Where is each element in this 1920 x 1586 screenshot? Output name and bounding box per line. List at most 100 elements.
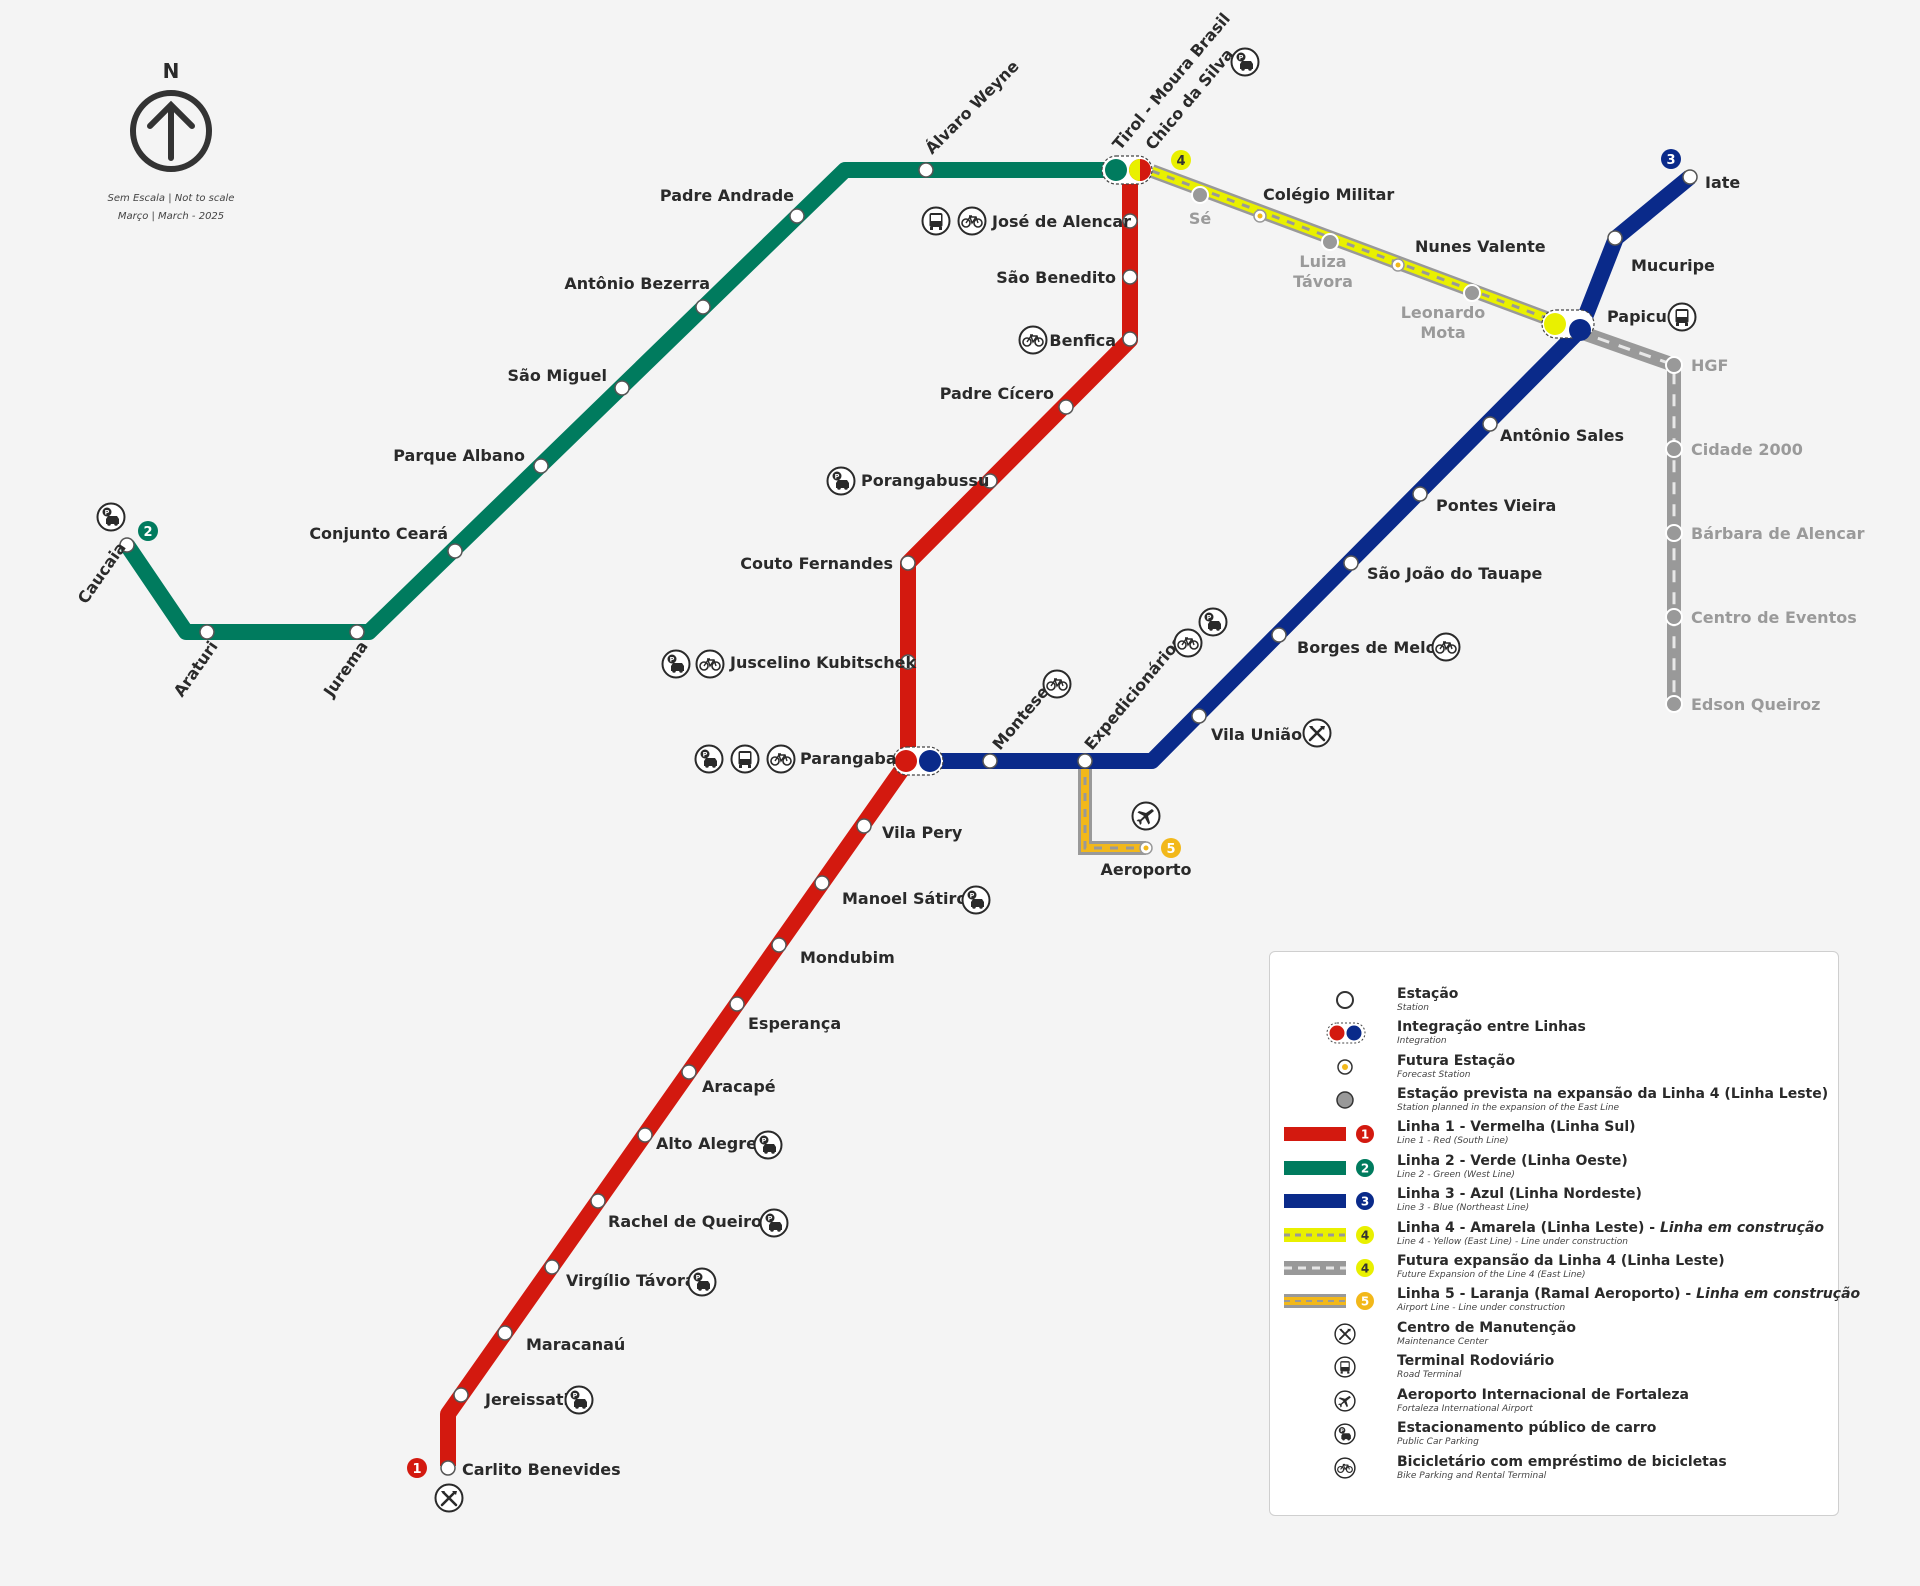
station-dot-sao-joao <box>1343 555 1359 571</box>
legend-title: Linha 5 - Laranja (Ramal Aeroporto) - <box>1397 1286 1697 1302</box>
airport-icon <box>1131 801 1161 831</box>
label-hgf: HGF <box>1691 356 1728 375</box>
car-parking-icon <box>753 1130 783 1160</box>
label-parangaba: Parangaba <box>800 749 897 768</box>
label-aracape: Aracapé <box>702 1077 776 1096</box>
station-dot-expedicionarios <box>1077 753 1093 769</box>
label-aeroporto: Aeroporto <box>1100 860 1191 879</box>
bus-terminal-icon <box>730 744 760 774</box>
legend-title: Terminal Rodoviário <box>1397 1353 1555 1369</box>
line-5-swatch-icon: 5 <box>1284 1292 1374 1310</box>
bike-rental-icon <box>695 649 725 679</box>
legend-title: Aeroporto Internacional de Fortaleza <box>1397 1387 1690 1403</box>
label-conjunto-ceara: Conjunto Ceará <box>309 524 448 543</box>
legend-sub: Airport Line - Line under construction <box>1397 1303 1566 1313</box>
scale-note: Sem Escala | Not to scale <box>108 193 235 204</box>
bike-rental-icon <box>1173 628 1203 658</box>
legend-sub: Forecast Station <box>1397 1070 1471 1080</box>
station-dot-jereissati <box>453 1387 469 1403</box>
planned-station-se <box>1191 186 1209 204</box>
station-dot-maracanau <box>497 1325 513 1341</box>
car-parking-icon <box>961 885 991 915</box>
legend-title: Integração entre Linhas <box>1397 1019 1586 1035</box>
integration-papicu-yellow <box>1544 313 1566 335</box>
label-vila-uniao: Vila União <box>1211 725 1302 744</box>
legend-sub: Fortaleza International Airport <box>1397 1404 1533 1414</box>
legend-title: Linha 2 - Verde (Linha Oeste) <box>1397 1153 1628 1169</box>
future-station-symbol-icon <box>1337 1059 1353 1075</box>
label-nunes-valente: Nunes Valente <box>1415 237 1546 256</box>
station-dot-sao-miguel <box>614 380 630 396</box>
badge-line-2: 2 <box>143 525 152 540</box>
station-dot-vila-uniao <box>1191 708 1207 724</box>
label-montese: Montese <box>989 682 1053 753</box>
station-dot-rachel <box>590 1193 606 1209</box>
legend-line-3: 3 Linha 3 - Azul (Linha Nordeste)Line 3 … <box>1270 1186 1840 1219</box>
label-jose-de-alencar: José de Alencar <box>991 212 1131 231</box>
line-4-yellow <box>1150 166 1559 327</box>
label-colegio-militar: Colégio Militar <box>1263 185 1394 204</box>
maintenance-center-icon <box>1334 1323 1356 1345</box>
station-dot-parque-albano <box>533 458 549 474</box>
legend-line-1: 1 Linha 1 - Vermelha (Linha Sul)Line 1 -… <box>1270 1119 1840 1152</box>
legend-title: Estação <box>1397 986 1459 1002</box>
car-parking-icon <box>96 502 126 532</box>
label-pontes-vieira: Pontes Vieira <box>1436 496 1556 515</box>
car-parking-icon <box>826 466 856 496</box>
label-sao-miguel: São Miguel <box>508 366 607 385</box>
planned-stations <box>1191 186 1683 713</box>
legend-line-2: 2 Linha 2 - Verde (Linha Oeste)Line 2 - … <box>1270 1153 1840 1186</box>
label-juscelino: Juscelino Kubitschek <box>729 653 916 672</box>
label-sao-benedito: São Benedito <box>996 268 1116 287</box>
legend-line-5: 5 Linha 5 - Laranja (Ramal Aeroporto) - … <box>1270 1286 1860 1319</box>
label-araturi: Araturi <box>170 637 222 700</box>
line-2-green <box>120 162 1117 640</box>
station-dot-antonio-sales <box>1482 416 1498 432</box>
compass-circle <box>130 90 212 172</box>
label-papicu: Papicu <box>1607 307 1667 326</box>
label-mondubim: Mondubim <box>800 948 895 967</box>
station-dot-conjunto-ceara <box>447 543 463 559</box>
legend-title-italic: Linha em construção <box>1659 1220 1825 1236</box>
station-dot-iate <box>1682 169 1698 185</box>
bike-rental-icon <box>1334 1457 1356 1479</box>
label-alvaro-weyne: Álvaro Weyne <box>921 57 1022 158</box>
station-dot-aracape <box>681 1064 697 1080</box>
legend-title: Centro de Manutenção <box>1397 1320 1577 1336</box>
svg-text:5: 5 <box>1361 1295 1369 1309</box>
svg-text:1: 1 <box>1361 1128 1369 1142</box>
station-dot-benfica <box>1122 331 1138 347</box>
integration-stations <box>892 155 1595 776</box>
label-alto-alegre: Alto Alegre <box>656 1134 757 1153</box>
integration-tirol-green <box>1105 159 1127 181</box>
label-luiza-tavora-1: Luiza <box>1299 252 1346 271</box>
legend-title: Estação prevista na expansão da Linha 4 … <box>1397 1086 1829 1102</box>
car-parking-icon <box>1230 47 1260 77</box>
legend-title: Futura Estação <box>1397 1053 1516 1069</box>
label-padre-cicero: Padre Cícero <box>940 384 1054 403</box>
label-esperanca: Esperança <box>748 1014 841 1033</box>
label-edson-queiroz: Edson Queiroz <box>1691 695 1820 714</box>
car-parking-icon <box>694 744 724 774</box>
legend-title: Linha 1 - Vermelha (Linha Sul) <box>1397 1119 1636 1135</box>
label-rachel: Rachel de Queiroz <box>608 1212 771 1231</box>
label-centro-eventos: Centro de Eventos <box>1691 608 1857 627</box>
legend-sub: Integration <box>1397 1036 1447 1046</box>
airport-icon <box>1334 1390 1356 1412</box>
bike-rental-icon <box>1042 669 1072 699</box>
integration-parangaba-blue <box>919 750 941 772</box>
compass: N Sem Escala | Not to scale Março | Marc… <box>108 59 235 222</box>
station-dot-couto-fernandes <box>900 555 916 571</box>
legend-title: Estacionamento público de carro <box>1397 1420 1657 1436</box>
bus-terminal-icon <box>921 206 951 236</box>
bike-rental-icon <box>1431 632 1461 662</box>
future-stations <box>1139 209 1405 855</box>
station-dot-padre-cicero <box>1058 399 1074 415</box>
label-padre-andrade: Padre Andrade <box>660 186 794 205</box>
legend-title: Linha 3 - Azul (Linha Nordeste) <box>1397 1186 1642 1202</box>
label-jereissati: Jereissati <box>484 1390 569 1409</box>
legend-sub: Line 2 - Green (West Line) <box>1397 1170 1515 1180</box>
